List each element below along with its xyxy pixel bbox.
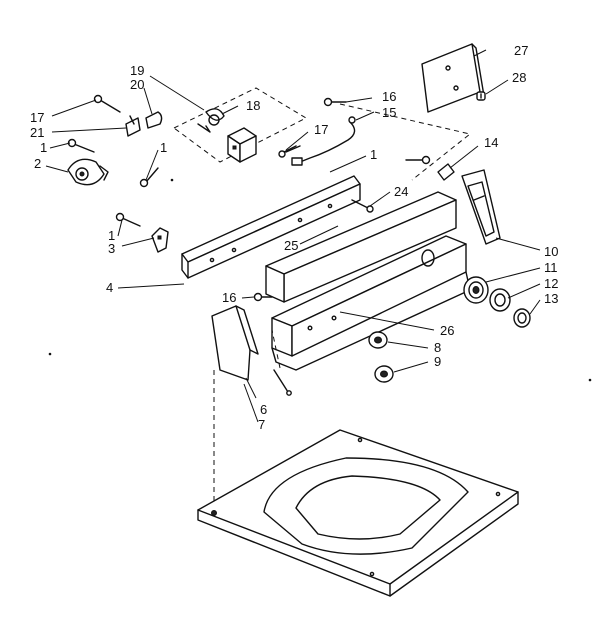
knob-13 bbox=[513, 308, 531, 328]
callout-28: 28 bbox=[512, 70, 526, 85]
callout-19: 19 bbox=[130, 63, 144, 78]
screw-1-lower-left bbox=[115, 212, 141, 227]
scan-dot bbox=[48, 352, 52, 356]
callout-20: 20 bbox=[130, 77, 144, 92]
screw-28 bbox=[476, 91, 486, 101]
screw-1-right bbox=[405, 155, 431, 165]
callout-14: 14 bbox=[484, 135, 498, 150]
callout-labels: 27 28 19 20 18 16 15 17 21 17 1 2 1 1 14… bbox=[30, 43, 558, 432]
console-panel-25 bbox=[265, 191, 457, 303]
callout-1-d: 1 bbox=[108, 228, 115, 243]
knob-skirt-12 bbox=[489, 288, 511, 312]
callout-24: 24 bbox=[394, 184, 408, 199]
leader-lines bbox=[45, 49, 541, 423]
knob-9 bbox=[374, 365, 394, 383]
callout-16-lower: 16 bbox=[222, 290, 236, 305]
screw-16-top bbox=[323, 97, 347, 107]
switch-bracket-17 bbox=[227, 127, 257, 163]
callout-21: 21 bbox=[30, 125, 44, 140]
capacitor-20 bbox=[145, 111, 163, 129]
timer-motor-18 bbox=[197, 108, 225, 133]
screw-6 bbox=[273, 369, 292, 396]
callout-12: 12 bbox=[544, 276, 558, 291]
callout-15: 15 bbox=[382, 105, 396, 120]
scan-dot bbox=[170, 178, 174, 182]
callout-4: 4 bbox=[106, 280, 113, 295]
scan-dot bbox=[588, 378, 592, 382]
callout-13: 13 bbox=[544, 291, 558, 306]
clip-21 bbox=[125, 115, 141, 137]
callout-18: 18 bbox=[246, 98, 260, 113]
callout-17-left: 17 bbox=[30, 110, 44, 125]
wire-harness-15 bbox=[283, 116, 356, 166]
callout-26: 26 bbox=[440, 323, 454, 338]
mounting-channel-4 bbox=[181, 175, 361, 279]
bracket-3 bbox=[151, 227, 169, 253]
screw-16-lower bbox=[253, 292, 273, 302]
callout-25: 25 bbox=[284, 238, 298, 253]
callout-1-b: 1 bbox=[160, 140, 167, 155]
callout-2: 2 bbox=[34, 156, 41, 171]
callout-16-top: 16 bbox=[382, 89, 396, 104]
screw-17-right bbox=[278, 145, 301, 158]
callout-27: 27 bbox=[514, 43, 528, 58]
knob-8 bbox=[368, 331, 388, 349]
callout-10: 10 bbox=[544, 244, 558, 259]
screw-17-left bbox=[93, 94, 121, 113]
end-cap-7 bbox=[211, 305, 259, 381]
knob-ring-11 bbox=[463, 276, 489, 304]
screw-1-upper-left bbox=[67, 138, 95, 153]
screw-24 bbox=[351, 199, 374, 213]
callout-9: 9 bbox=[434, 354, 441, 369]
callout-3: 3 bbox=[108, 241, 115, 256]
cabinet-top bbox=[197, 429, 519, 597]
end-cap-10 bbox=[461, 169, 501, 245]
callout-17-right: 17 bbox=[314, 122, 328, 137]
access-cover-plate bbox=[421, 43, 485, 113]
callout-7: 7 bbox=[258, 417, 265, 432]
callout-1-a: 1 bbox=[40, 140, 47, 155]
callout-11: 11 bbox=[544, 260, 558, 275]
screw-1-mid-left bbox=[139, 167, 159, 188]
callout-8: 8 bbox=[434, 340, 441, 355]
callout-1-c: 1 bbox=[370, 147, 377, 162]
switch-2 bbox=[67, 158, 109, 186]
callout-6: 6 bbox=[260, 402, 267, 417]
